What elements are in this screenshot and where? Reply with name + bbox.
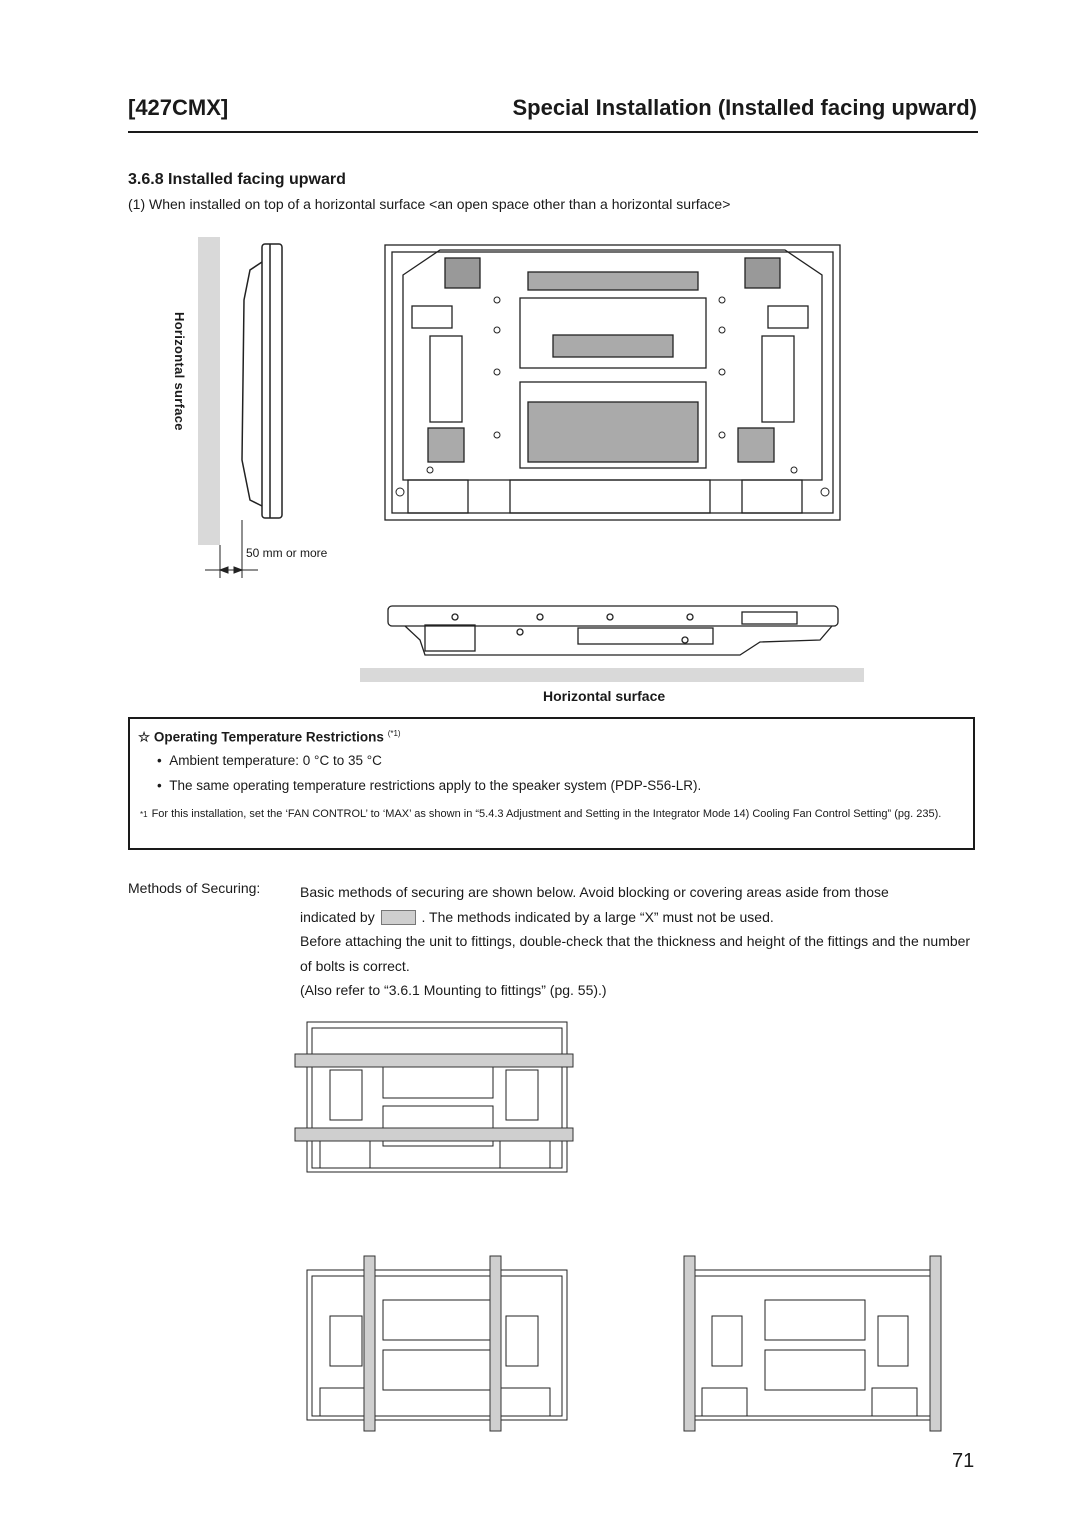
bottom-view-panel xyxy=(387,605,839,656)
side-view-panel xyxy=(241,243,283,519)
footnote-text: For this installation, set the ‘FAN CONT… xyxy=(151,808,942,820)
note-title: ☆ Operating Temperature Restrictions (*1… xyxy=(138,729,401,746)
footnote-mark: *1 xyxy=(140,810,148,819)
methods-line2b: . The methods indicated by a large “X” m… xyxy=(421,908,774,925)
clearance-dimension xyxy=(205,520,258,578)
fitting-bar-left-2 xyxy=(489,1255,502,1432)
note-title-text: Operating Temperature Restrictions xyxy=(153,729,384,745)
side-surface-label: Horizontal surface xyxy=(172,312,187,431)
method-diagram-vertical-right xyxy=(689,1269,936,1421)
star-outline-icon: ☆ xyxy=(138,729,151,745)
fitting-bar-right-2 xyxy=(929,1255,942,1432)
fitting-bar-bottom xyxy=(294,1127,574,1142)
methods-line2a: indicated by xyxy=(300,908,375,925)
model-label: [427CMX] xyxy=(128,95,229,120)
temperature-note-box xyxy=(128,717,975,850)
bottom-surface xyxy=(360,668,864,682)
page-number: 71 xyxy=(952,1450,975,1472)
methods-line2: indicated by . The methods indicated by … xyxy=(300,905,980,930)
rear-view-screws xyxy=(395,296,830,497)
note-title-mark: (*1) xyxy=(387,729,401,738)
fitting-bar-top xyxy=(294,1053,574,1068)
bullet-ambient: • Ambient temperature: 0 °C to 35 °C xyxy=(157,753,382,768)
methods-text: Basic methods of securing are shown belo… xyxy=(300,880,980,1003)
fitting-bar-right-1 xyxy=(683,1255,696,1432)
fitting-bar-left-1 xyxy=(363,1255,376,1432)
methods-label: Methods of Securing: xyxy=(128,880,261,896)
method-diagram-horizontal xyxy=(306,1021,568,1173)
bullet-ambient-text: Ambient temperature: 0 °C to 35 °C xyxy=(169,753,382,768)
section-intro: (1) When installed on top of a horizonta… xyxy=(128,196,731,212)
clearance-label: 50 mm or more xyxy=(246,546,328,560)
section-heading: 3.6.8 Installed facing upward xyxy=(128,171,346,188)
method-diagram-vertical-left xyxy=(306,1269,568,1421)
header-rule xyxy=(128,131,978,133)
bullet-speaker-text: The same operating temperature restricti… xyxy=(169,778,702,793)
rear-view-panel xyxy=(384,244,841,521)
gray-swatch-icon xyxy=(380,910,416,926)
methods-line1: Basic methods of securing are shown belo… xyxy=(300,884,889,900)
page-title: Special Installation (Installed facing u… xyxy=(512,95,977,120)
methods-line4: (Also refer to “3.6.1 Mounting to fittin… xyxy=(300,982,607,998)
methods-line3: Before attaching the unit to fittings, d… xyxy=(300,933,971,974)
bullet-speaker: • The same operating temperature restric… xyxy=(157,778,702,793)
side-surface xyxy=(198,237,220,545)
bottom-surface-label: Horizontal surface xyxy=(543,688,666,704)
